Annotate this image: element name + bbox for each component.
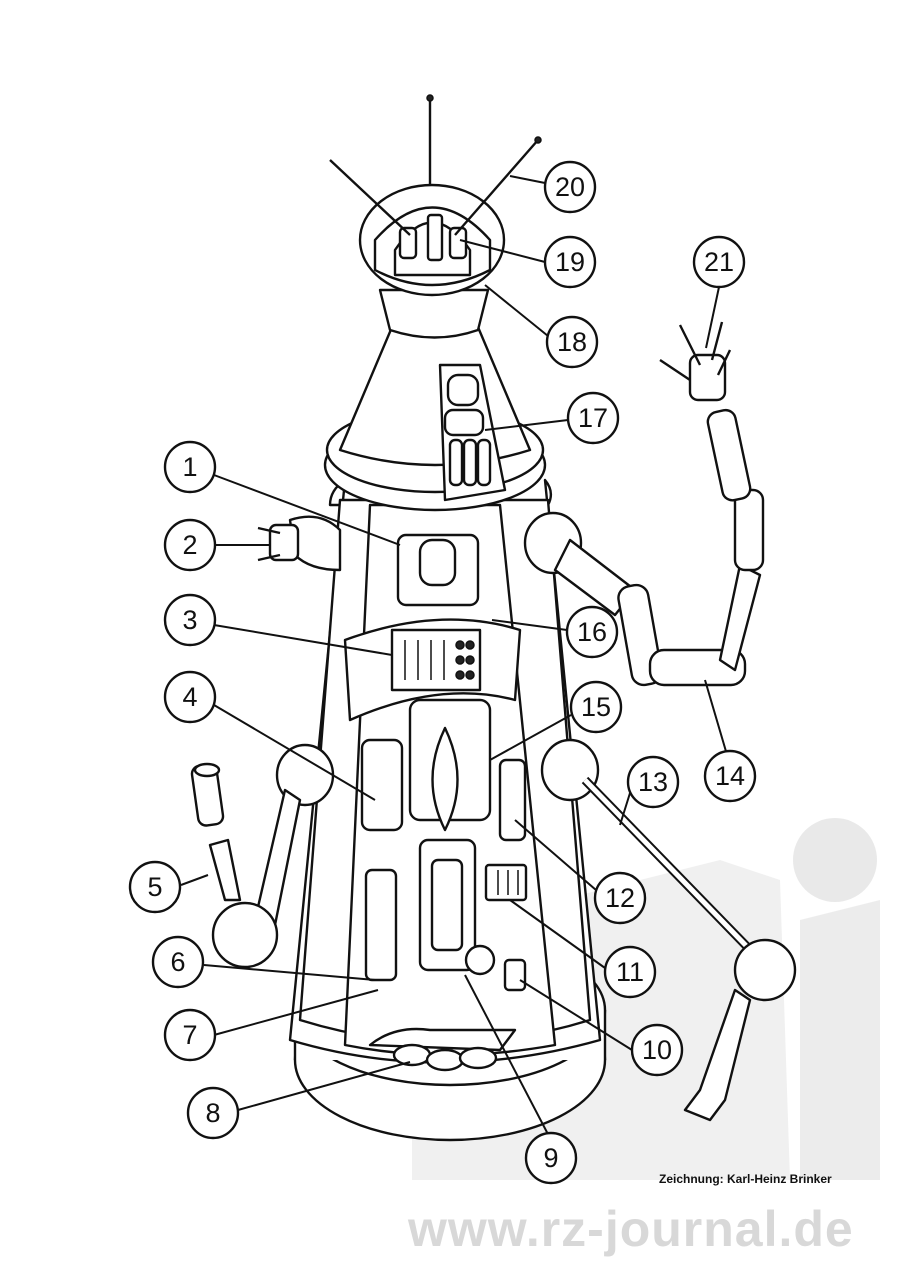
callouts: 1 2 3 4 5 6 7 8 9 10 11 12 13 14 15 16 1… (128, 160, 757, 1185)
svg-text:13: 13 (638, 767, 668, 797)
callout-14: 14 (703, 749, 757, 803)
svg-text:20: 20 (555, 172, 585, 202)
internal-components (360, 533, 528, 1072)
svg-text:19: 19 (555, 247, 585, 277)
svg-text:8: 8 (205, 1098, 220, 1128)
right-ball-hand (733, 938, 797, 1002)
antenna-left (329, 159, 411, 236)
right-lower-tool (683, 988, 752, 1122)
svg-text:4: 4 (182, 682, 197, 712)
svg-text:6: 6 (170, 947, 185, 977)
svg-text:5: 5 (147, 872, 162, 902)
svg-text:16: 16 (577, 617, 607, 647)
callout-10: 10 (630, 1023, 684, 1077)
callout-9: 9 (524, 1131, 578, 1185)
svg-text:14: 14 (715, 761, 745, 791)
callout-6: 6 (151, 935, 205, 989)
callout-13: 13 (626, 755, 680, 809)
watermark-url: www.rz-journal.de (408, 1201, 854, 1257)
right-upper-gripper (688, 353, 727, 402)
callout-21: 21 (692, 235, 746, 289)
callout-5: 5 (128, 860, 182, 914)
svg-text:21: 21 (704, 247, 734, 277)
svg-text:2: 2 (182, 530, 197, 560)
svg-text:12: 12 (605, 883, 635, 913)
callout-20: 20 (543, 160, 597, 214)
left-upper-gripper (268, 523, 300, 562)
callout-3: 3 (163, 593, 217, 647)
callout-17: 17 (566, 391, 620, 445)
callout-4: 4 (163, 670, 217, 724)
callout-19: 19 (543, 235, 597, 289)
callout-8: 8 (186, 1086, 240, 1140)
svg-text:10: 10 (642, 1035, 672, 1065)
callout-1: 1 (163, 440, 217, 494)
callout-16: 16 (565, 605, 619, 659)
callout-18: 18 (545, 315, 599, 369)
svg-text:7: 7 (182, 1020, 197, 1050)
callout-15: 15 (569, 680, 623, 734)
svg-text:17: 17 (578, 403, 608, 433)
callout-11: 11 (603, 945, 657, 999)
robot-drawing (190, 94, 797, 1142)
drawing-credit: Zeichnung: Karl-Heinz Brinker (659, 1172, 832, 1186)
svg-text:18: 18 (557, 327, 587, 357)
svg-text:1: 1 (182, 452, 197, 482)
svg-text:11: 11 (616, 957, 644, 987)
svg-text:3: 3 (182, 605, 197, 635)
svg-text:9: 9 (543, 1143, 558, 1173)
callout-2: 2 (163, 518, 217, 572)
callout-12: 12 (593, 871, 647, 925)
left-ball-hand (211, 901, 279, 969)
antenna-right (454, 139, 539, 236)
svg-text:15: 15 (581, 692, 611, 722)
leader-lines (180, 175, 731, 1141)
callout-7: 7 (163, 1008, 217, 1062)
